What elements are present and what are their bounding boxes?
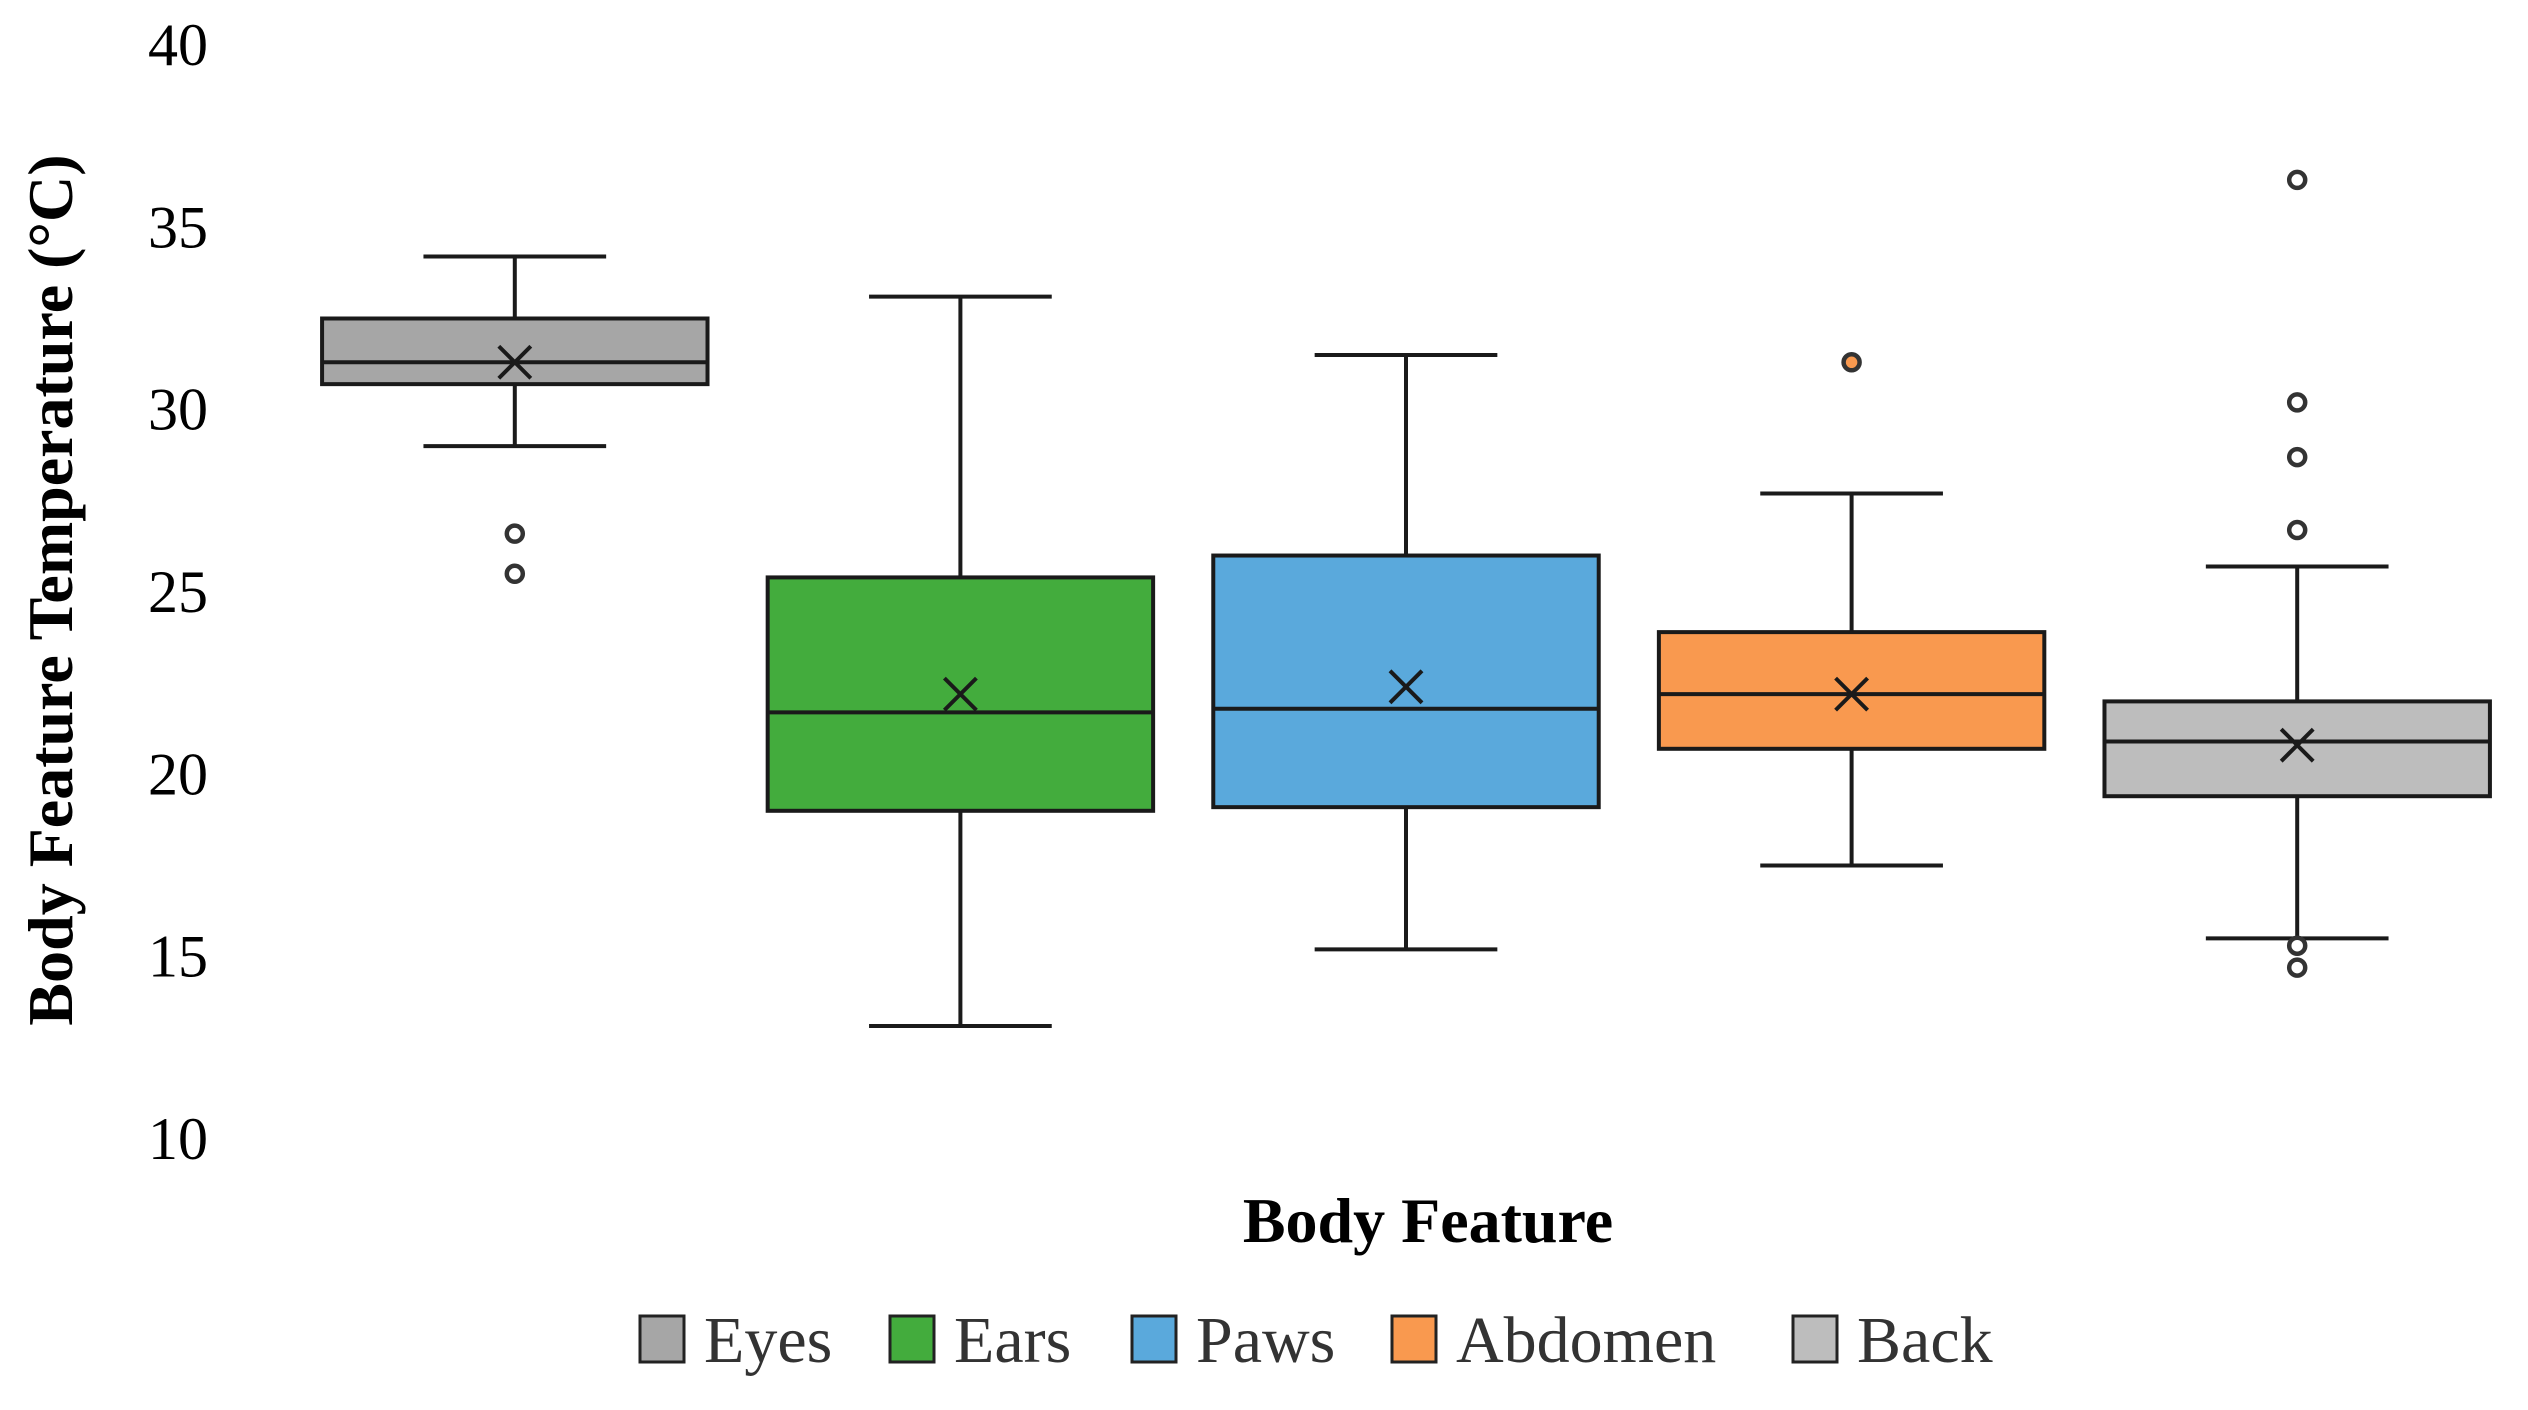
legend-swatch-ears [888,1314,936,1364]
box-group-abdomen [1656,352,2047,868]
y-axis-title: Body Feature Temperature (°C) [15,154,86,1025]
y-axis-tick-labels: 10 15 20 25 30 35 40 [148,12,208,1172]
box-group-eyes [320,254,710,585]
outlier-point [2286,169,2308,191]
y-tick-label: 30 [148,377,208,443]
box [320,316,710,387]
legend-swatch-eyes [638,1314,686,1364]
legend-label-ears: Ears [954,1304,1071,1377]
legend-label-paws: Paws [1196,1304,1335,1377]
box-group-paws [1211,352,1601,952]
legend-swatch-back [1791,1314,1839,1364]
outlier-point [504,523,526,544]
legend-swatch-abdomen [1390,1314,1438,1364]
legend-label-abdomen: Abdomen [1456,1304,1716,1377]
y-tick-label: 35 [148,194,208,260]
box [2102,699,2492,799]
box [1656,630,2047,751]
legend: Eyes Ears Paws Abdomen Back [638,1304,1993,1377]
legend-swatch-paws [1130,1314,1178,1364]
y-tick-label: 15 [148,924,208,990]
y-tick-label: 25 [148,559,208,625]
box-group-back [2102,169,2492,978]
x-axis-title: Body Feature [1243,1185,1613,1256]
plot-area [320,169,2492,1028]
mean-marker [1388,669,1424,705]
outlier-point [504,563,526,585]
mean-marker [1834,676,1870,712]
outlier-point [1841,352,1862,373]
mean-marker [497,344,533,380]
legend-label-back: Back [1857,1304,1993,1377]
outlier-point [2286,957,2308,978]
outlier-point [2286,519,2308,541]
y-tick-label: 40 [148,12,208,78]
outlier-point [2286,446,2308,468]
outlier-point [2286,935,2308,956]
box [1211,553,1601,810]
mean-marker [2279,727,2315,763]
mean-marker [942,676,978,712]
y-tick-label: 10 [148,1106,208,1172]
box-group-ears [765,294,1156,1028]
outlier-point [2286,392,2308,413]
legend-label-eyes: Eyes [704,1304,832,1377]
y-tick-label: 20 [148,741,208,807]
